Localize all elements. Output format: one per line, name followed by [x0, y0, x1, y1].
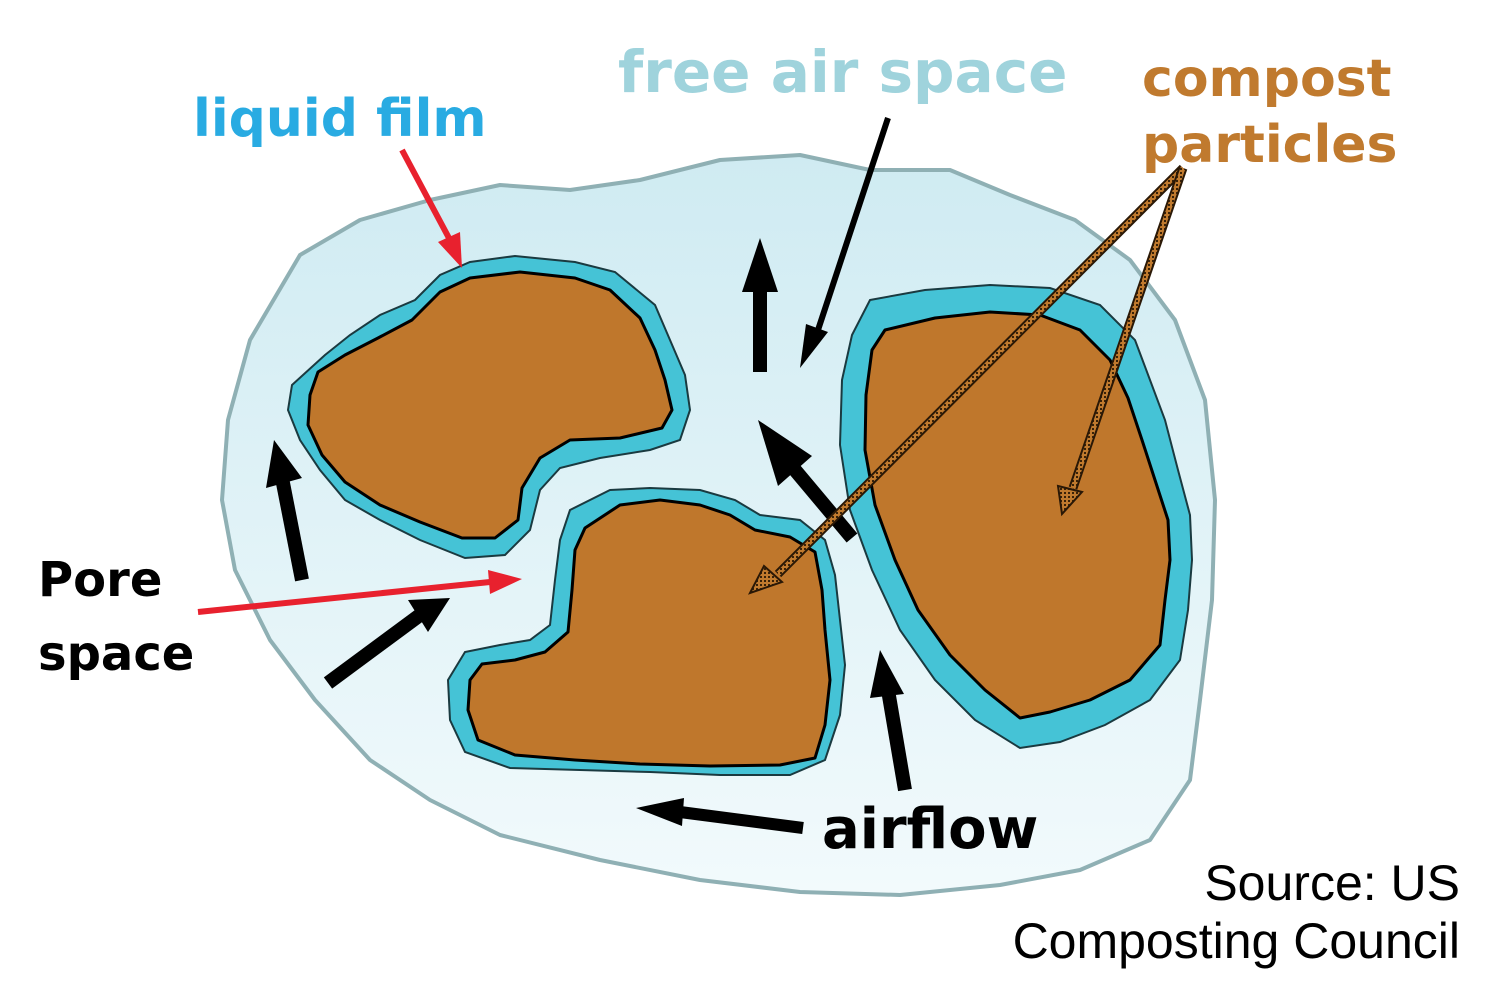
liquid-film-label: liquid film [193, 89, 487, 149]
red-pointers [197, 148, 522, 615]
pointer-arrow-icon [197, 570, 522, 615]
free-air-space-label: free air space [618, 38, 1067, 106]
pointer-arrow-icon [747, 164, 1187, 595]
arrow-icon [636, 798, 804, 834]
compost-particles-label-line2: particles [1142, 115, 1398, 175]
source-line2: Composting Council [1013, 913, 1460, 969]
compost-particle-bottom-center [466, 498, 832, 768]
pointer-arrow-icon [1056, 166, 1188, 517]
arrow-icon [266, 440, 309, 582]
arrow-icon [870, 650, 912, 792]
compost-particle-top-left [306, 270, 674, 540]
pore-space-label-line2: space [38, 626, 194, 682]
arrow-icon [800, 117, 891, 368]
compost-particles-label-line1: compost [1142, 49, 1392, 109]
pore-space-label-line1: Pore [38, 552, 162, 608]
arrow-icon [323, 598, 450, 689]
airflow-label: airflow [822, 797, 1038, 862]
compost-pointers [747, 164, 1188, 595]
arrow-icon [758, 420, 858, 543]
arrow-icon [742, 238, 778, 372]
pointer-arrow-icon [399, 148, 462, 268]
source-line1: Source: US [1204, 855, 1460, 911]
airflow-arrows [266, 117, 912, 834]
